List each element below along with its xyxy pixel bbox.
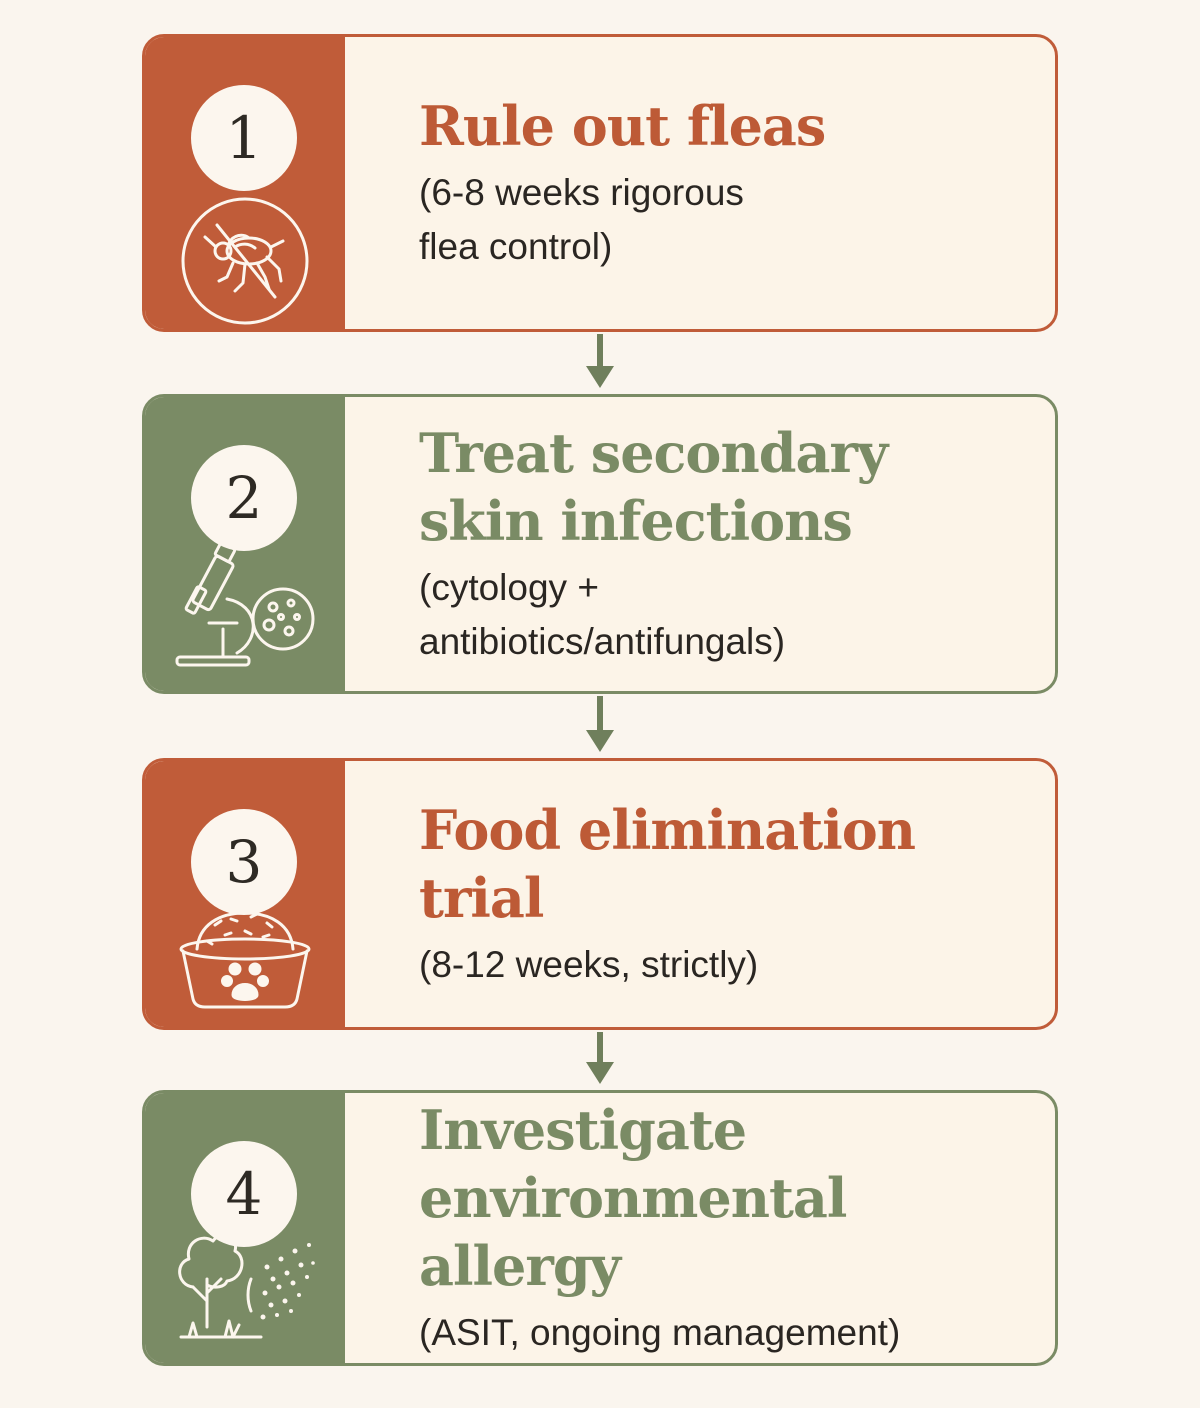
step-1-content: Rule out fleas (6-8 weeks rigorous flea …: [419, 37, 1045, 329]
step-4-title: Investigate environmental allergy: [419, 1098, 847, 1298]
microscope-icon: [175, 541, 315, 667]
step-3-card: 3 Food elimination trial (8-12 weeks, st…: [142, 758, 1058, 1030]
step-1-number: 1: [191, 85, 297, 191]
step-4-side-panel: 4: [145, 1093, 345, 1363]
step-3-content: Food elimination trial (8-12 weeks, stri…: [419, 761, 1045, 1027]
step-3-number: 3: [191, 809, 297, 915]
step-1-subtitle: (6-8 weeks rigorous flea control): [419, 172, 744, 267]
step-3-title: Food elimination trial: [419, 798, 916, 930]
step-1-card: 1 Rule out fleas (6-8 weeks rigorous fle…: [142, 34, 1058, 332]
step-3-subtitle: (8-12 weeks, strictly): [419, 944, 759, 985]
step-1-side-panel: 1: [145, 37, 345, 329]
step-4-card: 4 Investigate environmental allergy (ASI…: [142, 1090, 1058, 1366]
arrow-down-icon: [586, 1032, 614, 1084]
step-2-content: Treat secondary skin infections (cytolog…: [419, 397, 1045, 691]
step-2-title: Treat secondary skin infections: [419, 421, 888, 553]
arrow-down-icon: [586, 334, 614, 388]
step-2-card: 2 Treat secondary skin infections (cytol…: [142, 394, 1058, 694]
step-1-title: Rule out fleas: [419, 94, 826, 158]
step-4-content: Investigate environmental allergy (ASIT,…: [419, 1093, 1045, 1363]
tree-pollen-icon: [178, 1233, 315, 1339]
step-2-side-panel: 2: [145, 397, 345, 691]
no-flea-icon: [181, 197, 309, 325]
step-2-subtitle: (cytology + antibiotics/antifungals): [419, 567, 786, 662]
step-4-subtitle: (ASIT, ongoing management): [419, 1312, 901, 1353]
arrow-down-icon: [586, 696, 614, 752]
step-3-side-panel: 3: [145, 761, 345, 1027]
step-2-number: 2: [191, 445, 297, 551]
pet-food-bowl-icon: [179, 911, 311, 1009]
step-4-number: 4: [191, 1141, 297, 1247]
